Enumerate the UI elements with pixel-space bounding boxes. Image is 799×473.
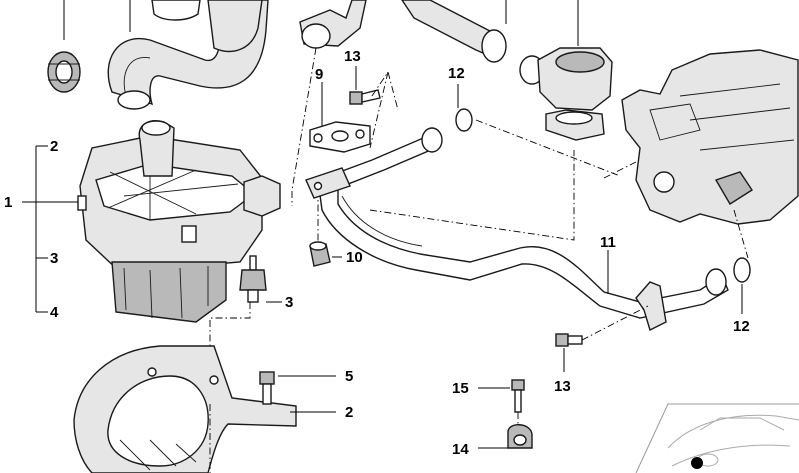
dashed-valve-down (369, 150, 575, 241)
callout-15: 15 (452, 380, 469, 397)
callout-11: 11 (600, 234, 616, 251)
vehicle-locator-inset (635, 403, 799, 473)
dashed-valve-pipe (475, 119, 621, 177)
bolt-5 (259, 371, 275, 405)
callout-2-bottom: 2 (345, 404, 353, 421)
callout-3-left: 3 (50, 250, 58, 267)
callout-4: 4 (50, 304, 59, 321)
bolt-15 (511, 379, 525, 413)
air-pipe (305, 127, 729, 331)
air-check-valve (519, 47, 613, 141)
engine-block (621, 49, 799, 225)
hose-clamp-ring (47, 51, 81, 93)
dashed-center-left (291, 47, 317, 206)
dashed-bolt13-guides (369, 70, 399, 149)
callout-12-right: 12 (733, 318, 750, 335)
callout-14: 14 (452, 441, 469, 458)
bolt-13-top (349, 89, 381, 105)
dashed-engine-right (733, 209, 749, 259)
flange-gasket (309, 121, 371, 153)
pipe-clamp-14 (507, 424, 533, 449)
rubber-mount (239, 255, 267, 303)
callout-5: 5 (345, 368, 353, 385)
seal-ring-top (455, 108, 473, 132)
callout-group-left (22, 145, 78, 313)
callout-3-mid: 3 (285, 294, 293, 311)
callout-2-top: 2 (50, 138, 58, 155)
callout-1: 1 (4, 194, 12, 211)
upper-right-hose (401, 0, 507, 63)
hose-connector-center (299, 0, 367, 49)
callout-10: 10 (346, 249, 363, 266)
locator-dot-icon (691, 457, 703, 469)
callout-13-top: 13 (344, 48, 361, 65)
dashed-engine-link (603, 161, 637, 179)
upper-hose-assembly (107, 0, 269, 110)
secondary-air-pump (77, 120, 281, 323)
callout-13-bottom: 13 (554, 378, 571, 395)
pump-bracket (73, 345, 297, 473)
bolt-13-bottom (555, 333, 583, 347)
callout-12-top: 12 (448, 65, 465, 82)
seal-ring-right (733, 257, 751, 283)
nut-10 (309, 241, 331, 267)
dashed-bolt13b-line (581, 305, 649, 341)
callout-9: 9 (315, 66, 323, 83)
